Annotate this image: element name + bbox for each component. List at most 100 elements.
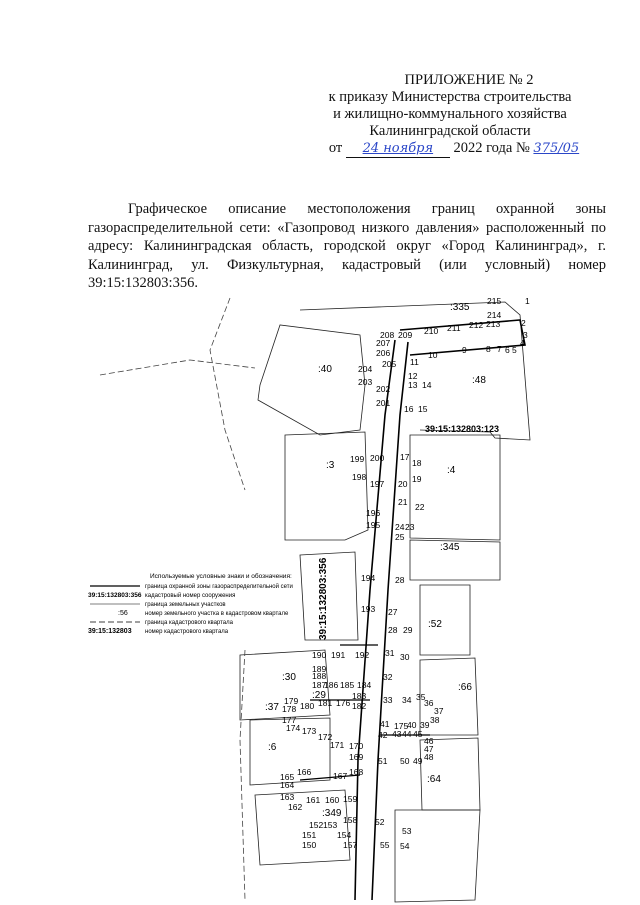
point-label: 45 xyxy=(413,729,423,739)
point-label: 191 xyxy=(331,650,345,660)
point-label: 31 xyxy=(385,648,395,658)
legend-title: Используемые условные знаки и обозначени… xyxy=(150,572,292,580)
point-label: 49 xyxy=(413,756,423,766)
point-label: 34 xyxy=(402,695,412,705)
point-label: 198 xyxy=(352,472,366,482)
legend-text: граница охранной зоны газораспределитель… xyxy=(145,583,293,590)
region-line: Калининградской области xyxy=(369,123,531,139)
legend-symbol-label: :56 xyxy=(118,610,128,617)
point-label: 18 xyxy=(412,458,422,468)
point-label: 202 xyxy=(376,384,390,394)
point-label: 194 xyxy=(361,573,375,583)
point-label: 24 xyxy=(395,522,405,532)
parcel-label: :37 xyxy=(265,702,279,713)
point-label: 15 xyxy=(418,404,428,414)
quarter-boundary xyxy=(99,359,256,376)
point-label: 25 xyxy=(395,532,405,542)
point-label: 20 xyxy=(398,479,408,489)
point-label: 7 xyxy=(497,344,502,354)
parcel-boundary xyxy=(409,434,501,541)
point-label: 162 xyxy=(288,802,302,812)
point-label: 39 xyxy=(420,720,430,730)
structure-id-label: 39:15:132803:356 xyxy=(318,557,329,640)
point-label: 160 xyxy=(325,795,339,805)
point-label: 169 xyxy=(349,752,363,762)
point-label: 151 xyxy=(302,830,316,840)
point-label: 190 xyxy=(312,650,326,660)
point-label: 29 xyxy=(403,625,413,635)
point-label: 172 xyxy=(318,732,332,742)
point-label: 44 xyxy=(402,729,412,739)
legend-text: кадастровый номер сооружения xyxy=(145,592,235,599)
point-label: 180 xyxy=(300,701,314,711)
point-label: 5 xyxy=(512,345,517,355)
point-label: 174 xyxy=(286,723,300,733)
parcel-boundary xyxy=(394,809,481,903)
point-label: 27 xyxy=(388,607,398,617)
point-label: 211 xyxy=(447,323,461,333)
point-label: 210 xyxy=(424,326,438,336)
point-label: 21 xyxy=(398,497,408,507)
point-label: 28 xyxy=(395,575,405,585)
point-label: 204 xyxy=(358,364,372,374)
point-label: 46 xyxy=(424,736,434,746)
ministry-line: и жилищно-коммунального хозяйства xyxy=(333,106,567,122)
parcel-boundary xyxy=(239,649,331,721)
point-label: 192 xyxy=(355,650,369,660)
parcel-boundary xyxy=(284,431,369,541)
point-label: 35 xyxy=(416,692,426,702)
point-label: 157 xyxy=(343,840,357,850)
point-label: 185 xyxy=(340,680,354,690)
point-label: 181 xyxy=(318,698,332,708)
point-label: 213 xyxy=(486,319,500,329)
point-label: 4 xyxy=(520,338,525,348)
point-label: 33 xyxy=(383,695,393,705)
point-label: 52 xyxy=(375,817,385,827)
point-label: 175 xyxy=(394,721,408,731)
point-label: 42 xyxy=(378,730,388,740)
point-label: 195 xyxy=(366,520,380,530)
parcel-label: :29 xyxy=(312,690,326,701)
point-label: 55 xyxy=(380,840,390,850)
legend-symbol-label: 39:15:132803 xyxy=(88,628,132,635)
point-label: 208 xyxy=(380,330,394,340)
point-label: 197 xyxy=(370,479,384,489)
point-label: 54 xyxy=(400,841,410,851)
point-label: 193 xyxy=(361,604,375,614)
point-label: 178 xyxy=(282,704,296,714)
date-handwritten-field: 24 ноября xyxy=(345,140,450,158)
point-label: 16 xyxy=(404,404,414,414)
point-label: 212 xyxy=(469,320,483,330)
point-label: 205 xyxy=(382,359,396,369)
protection-zone-left xyxy=(354,339,396,901)
point-label: 184 xyxy=(357,680,371,690)
point-label: 40 xyxy=(407,720,417,730)
point-label: 206 xyxy=(376,348,390,358)
order-number-handwritten: 375/05 xyxy=(533,141,580,156)
legend-text: номер кадастрового квартала xyxy=(145,629,229,635)
parcel-boundary xyxy=(419,657,479,736)
legend-text: граница кадастрового квартала xyxy=(145,620,234,626)
point-label: 199 xyxy=(350,454,364,464)
parcel-boundary xyxy=(257,324,366,436)
quarter-boundary xyxy=(209,297,246,491)
date-prefix: от xyxy=(328,140,343,156)
point-label: 207 xyxy=(376,338,390,348)
parcel-boundary xyxy=(254,789,351,866)
point-label: 17 xyxy=(400,452,410,462)
point-label: 6 xyxy=(505,345,510,355)
parcel-label: :4 xyxy=(447,465,456,476)
parcel-boundary xyxy=(299,301,531,441)
point-label: 163 xyxy=(280,792,294,802)
parcel-label: :40 xyxy=(318,364,332,375)
protection-zone-branch xyxy=(399,319,526,356)
point-label: 36 xyxy=(424,698,434,708)
point-label: 41 xyxy=(380,719,390,729)
parcel-label: :66 xyxy=(458,682,472,693)
point-label: 37 xyxy=(434,706,444,716)
parcel-label: :48 xyxy=(472,375,486,386)
point-label: 22 xyxy=(415,502,425,512)
point-label: 209 xyxy=(398,330,412,340)
quarter-boundary xyxy=(239,649,246,901)
point-label: 153 xyxy=(323,820,337,830)
